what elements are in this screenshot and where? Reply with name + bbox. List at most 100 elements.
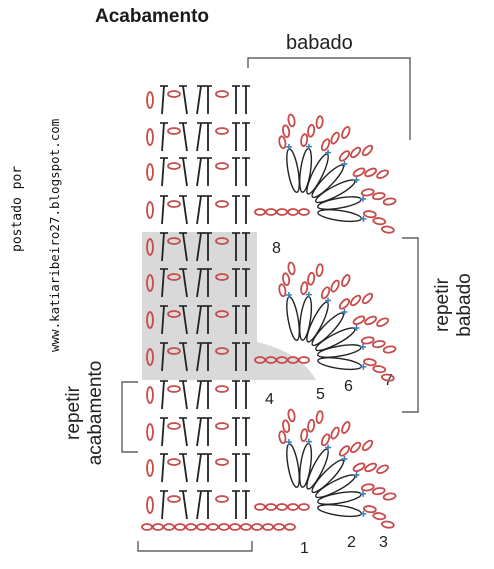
fan-2-single-crochet (341, 308, 348, 315)
fan-3-single-crochet (305, 438, 312, 445)
step-number-1: 1 (300, 540, 309, 557)
row-9-turning-chain (146, 386, 154, 404)
brackets (121, 57, 419, 552)
fan-2-single-crochet (305, 291, 312, 298)
fan-1-picot-chain (382, 197, 397, 206)
row-7-stitch-b (182, 305, 188, 335)
fan-3-picot-chain (349, 441, 362, 454)
fan-1-picot-chain (364, 167, 378, 178)
fan-1-picot-chain (349, 146, 362, 159)
row-3 (146, 157, 250, 187)
fan-2-petal (317, 357, 363, 371)
row-10-chain-a (167, 422, 181, 430)
bracket-babado (247, 57, 411, 140)
row-10-stitch-c (196, 417, 202, 447)
fan-1 (254, 113, 397, 234)
fan-1-petal (311, 164, 345, 199)
row-3-stitch-c (196, 157, 202, 187)
fan-2-picot-chain (372, 365, 387, 374)
row-8 (146, 342, 250, 372)
base-chain (185, 523, 197, 531)
fan-1-picot-chain (361, 144, 374, 157)
fan-1-petal (286, 148, 300, 193)
fan-3-base-chain (276, 503, 288, 511)
row-12-stitch-c (196, 490, 202, 520)
fan-1-picot-chain (278, 135, 287, 150)
row-1-stitch-b (182, 85, 188, 115)
base-chain (207, 523, 219, 531)
fan-3-base-chain (298, 503, 310, 511)
row-6-stitch-c (196, 268, 202, 298)
row-11-turning-chain (146, 459, 154, 477)
step-number-6: 6 (344, 378, 353, 395)
base-chain (141, 523, 153, 531)
fan-3-picot-chain (382, 492, 397, 501)
fan-1-picot-chain (320, 138, 331, 152)
fan-3-picot-chain (278, 430, 287, 445)
fan-2-picot-chain (320, 286, 331, 300)
fan-1-base-chain (287, 208, 299, 216)
row-10-turning-chain (146, 423, 154, 441)
row-4-stitch-c (196, 195, 202, 225)
row-4-stitch-b (182, 195, 188, 225)
fan-3 (254, 408, 397, 529)
fan-1-base-chain (254, 208, 266, 216)
base-chain (262, 523, 274, 531)
row-5-turning-chain (146, 238, 154, 256)
row-2-stitch-c (196, 122, 202, 152)
row-7-stitch-a (161, 305, 165, 335)
fan-2-base-chain (265, 356, 277, 364)
row-7-stitch-c (196, 305, 202, 335)
row-4 (146, 195, 250, 225)
diagram-title: Acabamento (95, 6, 210, 27)
row-7-chain-a (167, 310, 181, 318)
fan-3-single-crochet (360, 510, 367, 517)
fan-1-picot-chain (380, 225, 395, 234)
row-10-stitch-b (182, 417, 188, 447)
row-9-stitch-a (161, 380, 165, 410)
fan-1-petal (299, 147, 313, 193)
fan-2-picot-chain (352, 315, 366, 326)
fan-3-picot-chain (380, 520, 395, 529)
row-3-stitch-b (182, 157, 188, 187)
row-3-turning-chain (146, 163, 154, 181)
fan-1-picot-chain (372, 217, 387, 226)
ruffle-fans (254, 113, 397, 529)
row-5 (146, 232, 250, 262)
fan-2-single-crochet (360, 363, 367, 370)
fan-1-picot-chain (363, 210, 377, 219)
fan-2-base-chain (276, 356, 288, 364)
fan-3-picot-chain (287, 408, 296, 423)
fan-3-picot-chain (307, 418, 316, 433)
fan-3-picot-chain (341, 421, 351, 434)
row-1 (146, 85, 250, 115)
fan-1-single-crochet (360, 195, 367, 202)
base-chain (251, 523, 263, 531)
fan-1-single-crochet (325, 149, 332, 156)
fan-3-picot-chain (282, 419, 291, 434)
row-12-chain-b (215, 495, 229, 503)
row-11-chain-b (215, 458, 229, 466)
row-7-turning-chain (146, 311, 154, 329)
fan-2-picot-chain (330, 279, 340, 293)
fan-2-picot-chain (360, 336, 375, 345)
fan-3-picot-chain (363, 505, 377, 514)
row-1-chain-a (167, 90, 181, 98)
row-1-chain-b (215, 90, 229, 98)
fan-1-picot-chain (371, 192, 386, 201)
row-6-turning-chain (146, 274, 154, 292)
fan-3-petal (315, 474, 356, 499)
row-5-chain-a (167, 237, 181, 245)
row-5-stitch-b (182, 232, 188, 262)
row-6-stitch-a (161, 268, 165, 298)
fan-3-petal (286, 443, 300, 488)
fan-2-picot-chain (341, 274, 351, 287)
fan-2-single-crochet (285, 291, 292, 298)
bracket-repetir-acabamento (121, 381, 138, 453)
fan-1-base-chain (298, 208, 310, 216)
fan-1-picot-chain (287, 113, 296, 128)
row-9-chain-a (167, 385, 181, 393)
fan-1-picot-chain (341, 126, 351, 139)
row-2 (146, 122, 250, 152)
fan-1-picot-chain (300, 133, 309, 147)
